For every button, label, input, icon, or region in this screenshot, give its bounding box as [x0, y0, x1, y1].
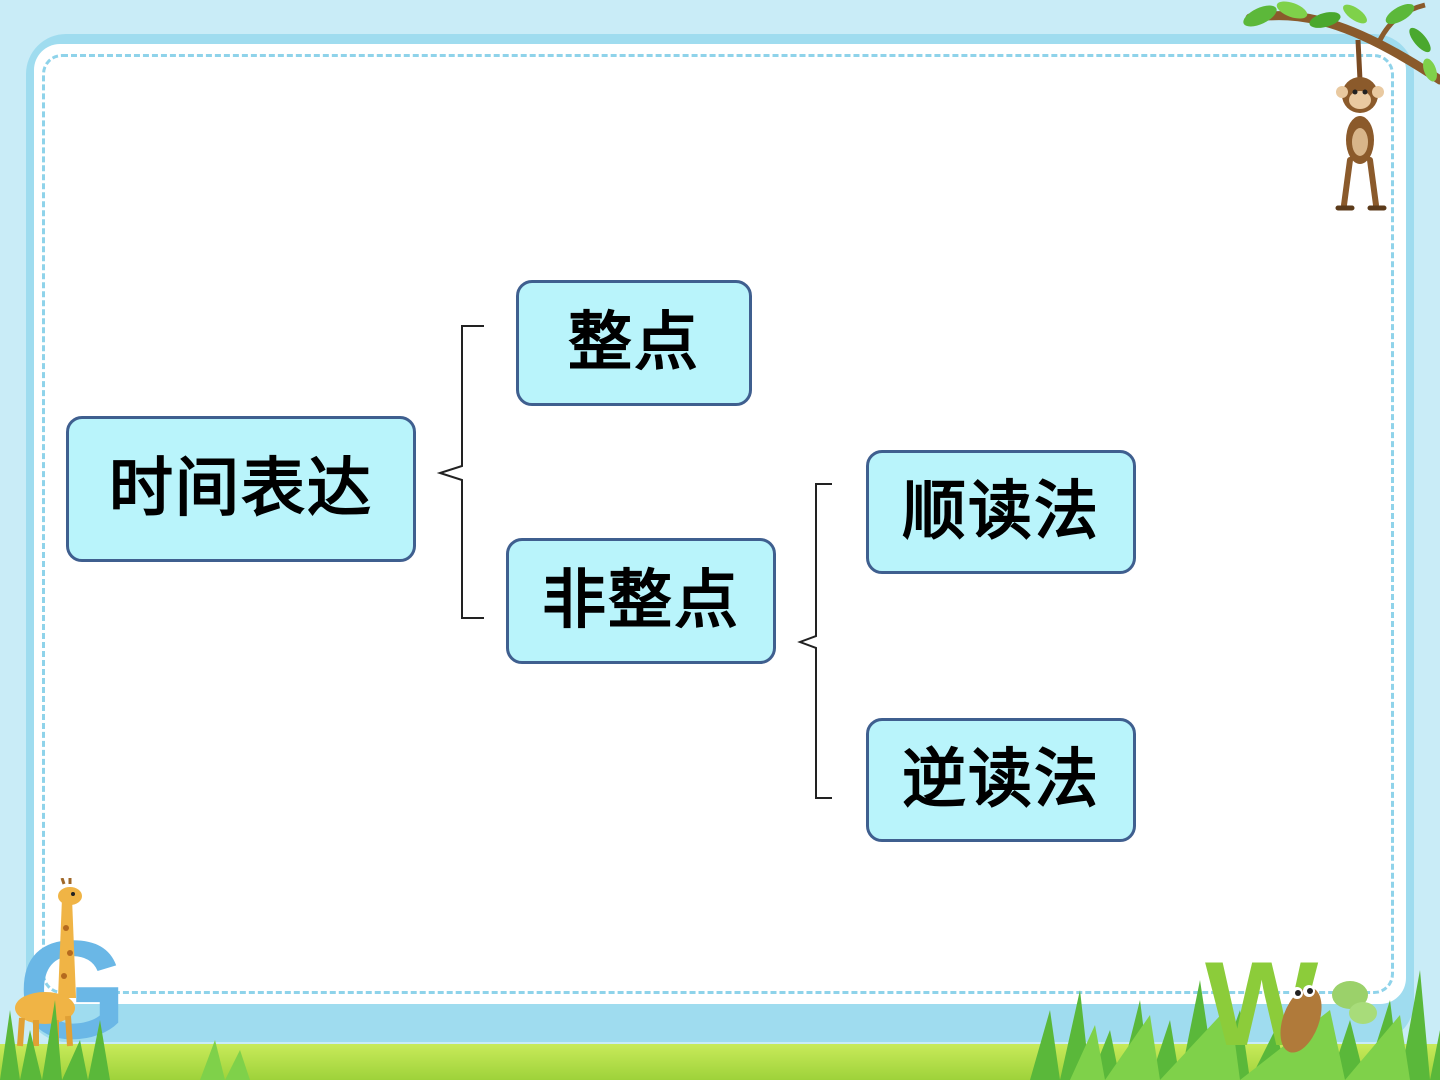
node-time-expression-label: 时间表达 [109, 452, 373, 526]
node-forward-reading-label: 顺读法 [902, 475, 1100, 549]
node-non-whole-hour-label: 非整点 [542, 564, 740, 638]
snail-icon: W [1205, 937, 1377, 1065]
node-reverse-reading: 逆读法 [866, 718, 1136, 842]
giraffe-icon: G [15, 878, 127, 1048]
node-reverse-reading-label: 逆读法 [902, 743, 1100, 817]
node-whole-hour-label: 整点 [568, 306, 700, 380]
frame-dashed-line [42, 54, 1394, 994]
bracket-time-expression [436, 325, 484, 619]
branch-leaves-icon [1243, 1, 1440, 85]
node-whole-hour: 整点 [516, 280, 752, 406]
grass-icon [0, 970, 1440, 1080]
node-non-whole-hour: 非整点 [506, 538, 776, 664]
bracket-non-whole-hour [797, 483, 832, 799]
node-forward-reading: 顺读法 [866, 450, 1136, 574]
monkey-icon [1335, 40, 1387, 211]
node-time-expression: 时间表达 [66, 416, 416, 562]
